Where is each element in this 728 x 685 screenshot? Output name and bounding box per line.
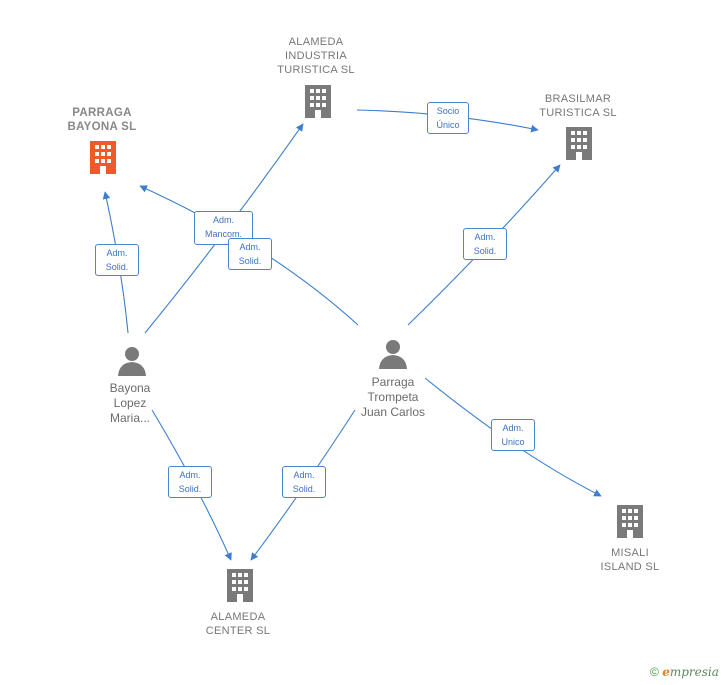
edge-label-adm-solid[interactable]: Adm. Solid.	[463, 228, 507, 260]
node-label-parraga-bayona[interactable]: PARRAGA BAYONA SL	[67, 107, 137, 133]
node-label-misali[interactable]: MISALI ISLAND SL	[600, 547, 660, 573]
person-icon	[379, 340, 407, 369]
copyright-symbol: ©	[650, 665, 659, 679]
edge-label-adm-solid[interactable]: Adm. Solid.	[168, 466, 212, 498]
building-icon	[227, 569, 253, 602]
building-icon	[305, 85, 331, 118]
edge-label-adm-unico[interactable]: Adm. Unico	[491, 419, 535, 451]
node-label-alameda-industria[interactable]: ALAMEDA INDUSTRIA TURISTICA SL	[277, 36, 355, 76]
node-label-alameda-center[interactable]: ALAMEDA CENTER SL	[205, 611, 271, 637]
node-label-parraga-trompeta[interactable]: Parraga Trompeta Juan Carlos	[360, 375, 426, 419]
footer-brand: © empresia	[650, 665, 719, 679]
person-icon	[118, 347, 146, 376]
empresia-logo: empresia	[662, 665, 719, 679]
edge-label-adm-solid[interactable]: Adm. Solid.	[228, 238, 272, 270]
building-icon	[90, 141, 116, 174]
edge-label-socio-unico[interactable]: Socio Único	[427, 102, 469, 134]
node-label-bayona-lopez[interactable]: Bayona Lopez Maria...	[109, 381, 151, 425]
building-icon	[566, 127, 592, 160]
edge-label-adm-solid[interactable]: Adm. Solid.	[95, 244, 139, 276]
building-icon	[617, 505, 643, 538]
edge-label-adm-solid[interactable]: Adm. Solid.	[282, 466, 326, 498]
node-label-brasilmar[interactable]: BRASILMAR TURISTICA SL	[539, 93, 617, 119]
